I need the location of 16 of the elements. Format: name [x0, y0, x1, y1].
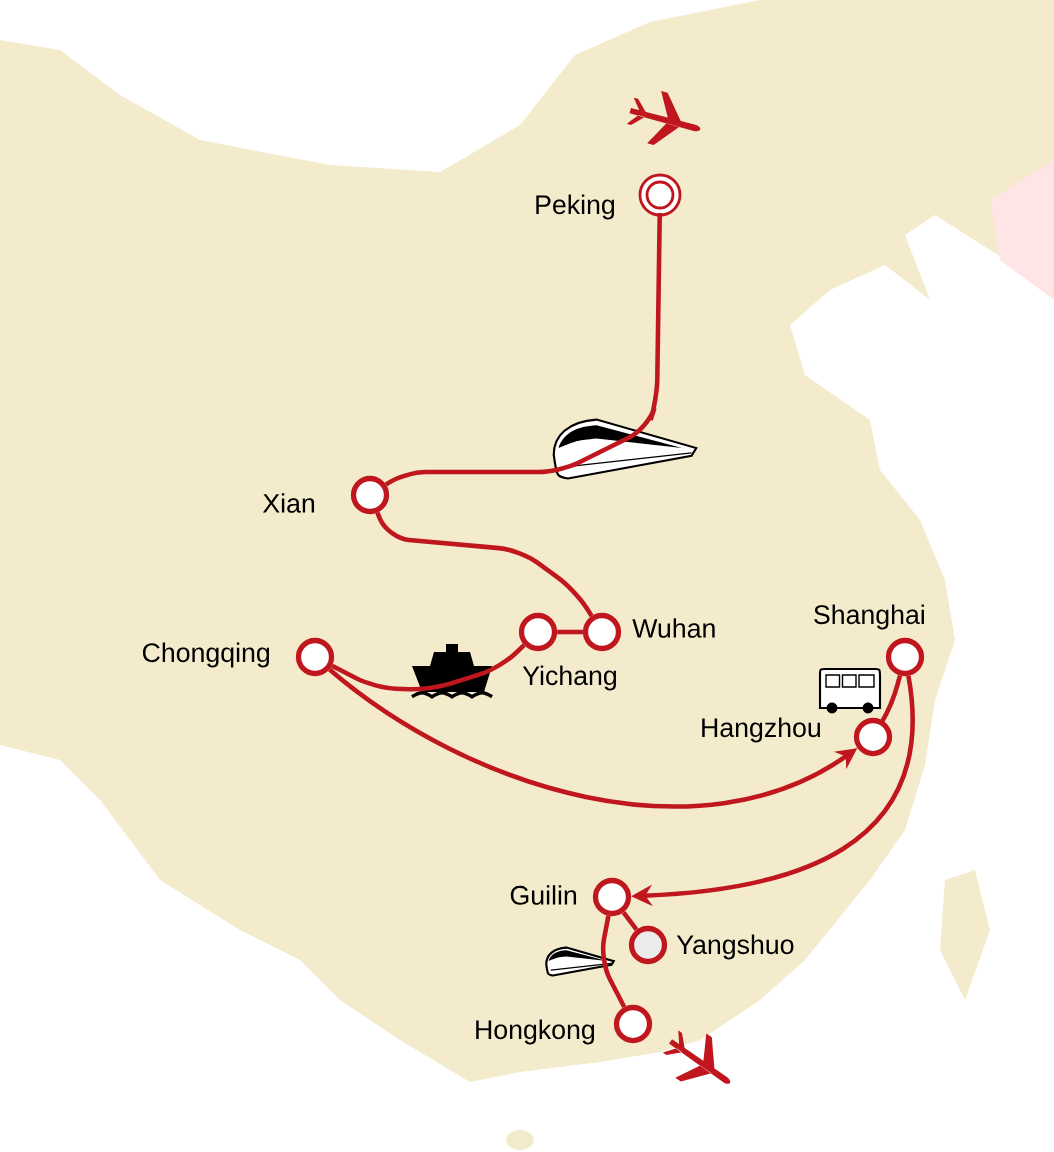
city-label: Chongqing — [142, 642, 269, 668]
city-label: Hangzhou — [702, 717, 820, 743]
route-line — [557, 629, 583, 635]
route-line — [600, 915, 627, 1009]
city-label: Peking — [536, 194, 615, 220]
city-label: Shanghai — [814, 604, 924, 630]
city-label: Wuhan — [632, 618, 715, 638]
route-line — [621, 910, 639, 932]
city-label: Yangshuo — [676, 934, 794, 960]
route-line — [375, 511, 594, 618]
city-label: Hongkong — [476, 1019, 594, 1045]
route-line — [330, 643, 526, 692]
city-label: Xian — [262, 493, 315, 513]
city-label: Guilin — [510, 885, 577, 905]
route-line — [384, 212, 663, 487]
city-label: Yichang — [522, 665, 616, 691]
